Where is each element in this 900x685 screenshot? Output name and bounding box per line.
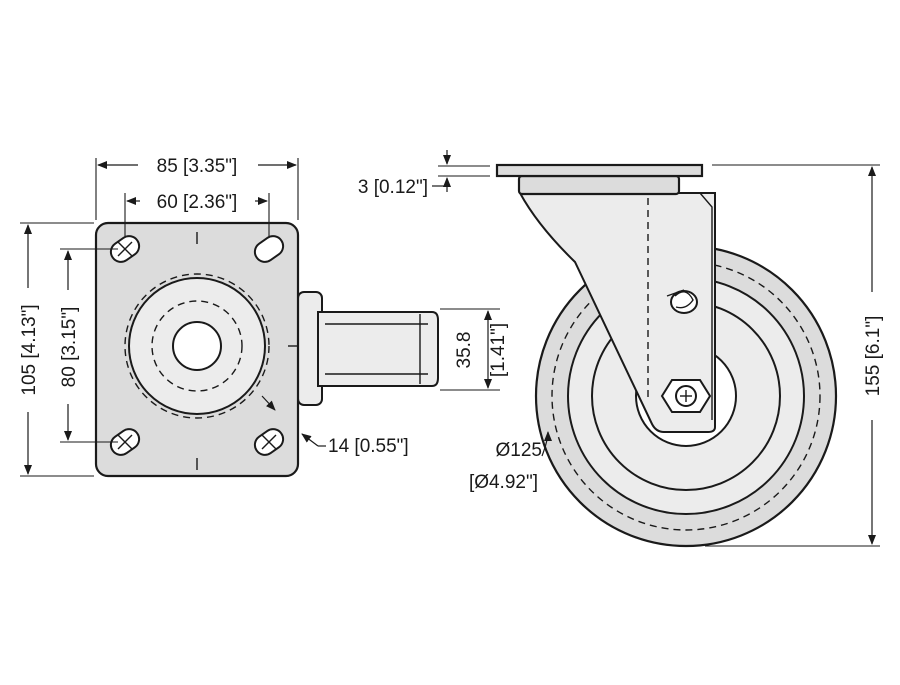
wheel-top-view — [297, 291, 439, 406]
dimension-label-overall-height: 155 [6.1"] — [863, 316, 884, 397]
dimension-hole-diameter: 14 [0.55"] — [261, 395, 409, 457]
dimension-label-hole-spacing-y: 80 [3.15"] — [59, 307, 80, 388]
dimension-label-wheel-diameter-in: [Ø4.92"] — [469, 472, 538, 493]
dimension-label-wheel-width-in: [1.41"] — [488, 323, 509, 377]
bolt-hole-bottom-right — [253, 428, 285, 456]
grease-fitting-icon — [666, 289, 698, 314]
bolt-hole-bottom-left — [109, 428, 141, 456]
fork-yoke — [518, 192, 716, 433]
dimension-label-wheel-diameter-mm: Ø125 — [496, 440, 542, 461]
dimension-label-plate-height: 105 [4.13"] — [19, 304, 40, 395]
kingpin-hole — [172, 321, 222, 371]
dimension-hole-spacing-y: 80 [3.15"] — [59, 250, 80, 441]
dimension-wheel-width: 35.8 [1.41"] — [454, 310, 509, 389]
top-plate — [495, 163, 704, 178]
axle-nut-icon — [660, 379, 712, 413]
dimension-plate-thickness: 3 [0.12"] — [358, 150, 451, 198]
dimension-label-hole-diameter: 14 [0.55"] — [328, 436, 409, 457]
top-view — [20, 158, 439, 478]
bolt-hole-top-right — [253, 235, 285, 263]
dimension-label-wheel-width-mm: 35.8 — [454, 332, 475, 369]
dimension-label-plate-width: 85 [3.35"] — [157, 156, 238, 177]
dimension-wheel-diameter: Ø125 [Ø4.92"] — [469, 431, 552, 493]
swivel-raceway — [124, 273, 270, 419]
dimension-plate-width: 85 [3.35"] — [97, 156, 297, 177]
swivel-head — [495, 163, 704, 196]
dimension-overall-height: 155 [6.1"] — [863, 166, 884, 545]
dimension-label-hole-spacing-x: 60 [2.36"] — [157, 192, 238, 213]
side-view — [438, 163, 880, 548]
dimension-label-plate-thickness: 3 [0.12"] — [358, 177, 428, 198]
bolt-hole-top-left — [109, 235, 141, 263]
dimension-plate-height: 105 [4.13"] — [19, 224, 40, 475]
dimension-hole-spacing-x: 60 [2.36"] — [126, 192, 268, 213]
